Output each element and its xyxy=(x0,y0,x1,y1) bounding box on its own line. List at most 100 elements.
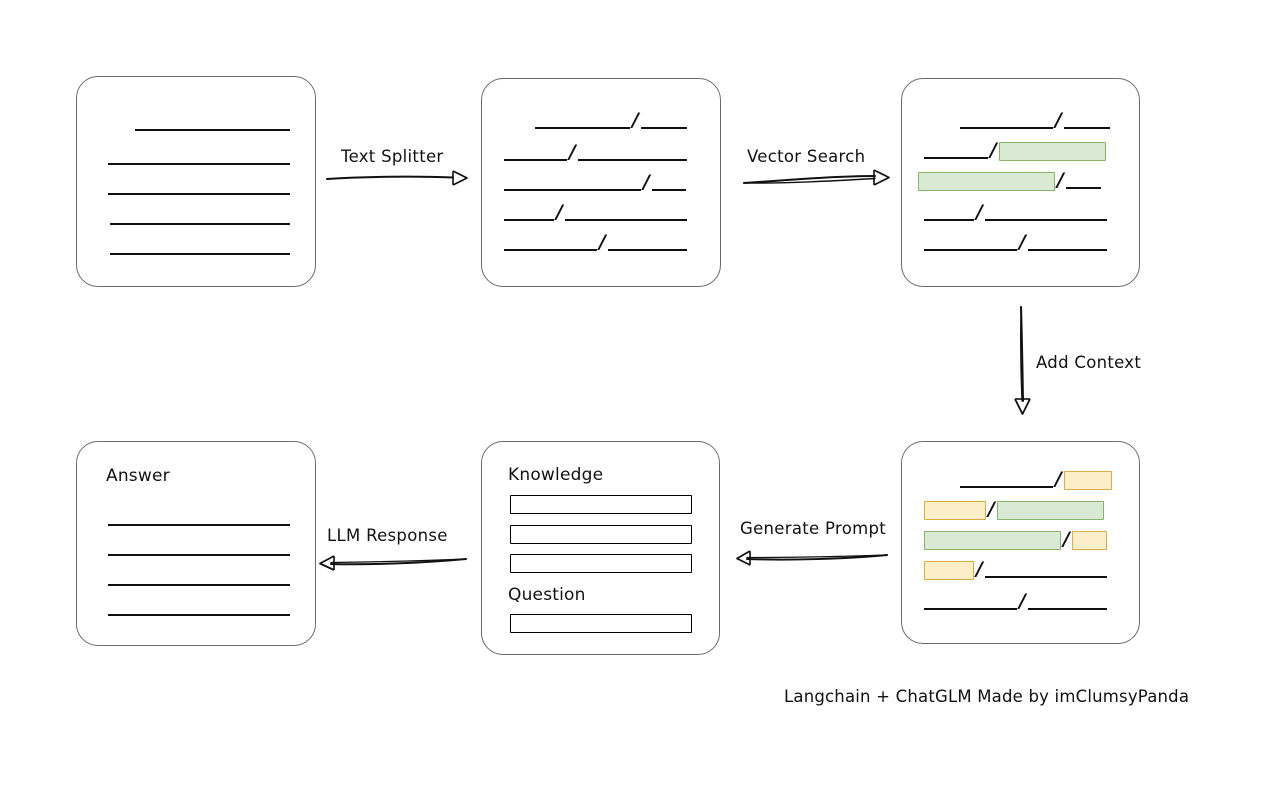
prompt-knowledge-bar xyxy=(510,554,692,573)
line-segment-highlight-yellow xyxy=(1063,470,1112,490)
prompt-knowledge-label: Knowledge xyxy=(508,465,604,485)
doc-line: / xyxy=(924,231,1107,253)
line-segment xyxy=(504,174,641,192)
doc-line: / xyxy=(924,201,1107,223)
line-segment xyxy=(984,561,1107,579)
doc-line: / xyxy=(504,201,687,223)
line-segment xyxy=(535,112,630,130)
segment-separator: / xyxy=(643,171,650,193)
doc-line xyxy=(110,238,290,256)
line-segment xyxy=(108,178,290,196)
segment-separator: / xyxy=(1063,528,1070,550)
doc-line: / xyxy=(535,109,687,131)
line-segment xyxy=(924,234,1017,252)
matched-document-lines: / / / / / xyxy=(902,79,1139,286)
line-segment xyxy=(924,142,988,160)
line-segment xyxy=(504,204,554,222)
line-segment xyxy=(108,148,290,166)
doc-line: / xyxy=(960,109,1110,131)
arrow-text-splitter xyxy=(326,170,468,186)
doc-line: / xyxy=(924,498,1104,520)
arrow-label-vector-search: Vector Search xyxy=(747,147,866,166)
segment-separator: / xyxy=(1057,169,1064,191)
doc-line xyxy=(108,569,290,587)
card-split-document[interactable]: / / / / / xyxy=(481,78,721,287)
line-segment xyxy=(640,112,687,130)
segment-separator: / xyxy=(1019,231,1026,253)
line-segment xyxy=(110,208,290,226)
prompt-question-bar xyxy=(510,614,692,633)
doc-line: / xyxy=(924,590,1107,612)
doc-line xyxy=(108,599,290,617)
doc-line: / xyxy=(918,169,1101,191)
segment-separator: / xyxy=(1055,109,1062,131)
prompt-content: Knowledge Question xyxy=(482,442,719,654)
arrow-vector-search xyxy=(743,169,890,186)
arrow-label-llm-response: LLM Response xyxy=(327,526,448,545)
doc-line xyxy=(108,178,290,196)
line-segment xyxy=(577,144,687,162)
line-segment-highlight-green xyxy=(998,141,1106,161)
segment-separator: / xyxy=(1055,468,1062,490)
doc-line: / xyxy=(504,171,686,193)
line-segment-highlight-green xyxy=(924,530,1061,550)
segment-separator: / xyxy=(632,109,639,131)
arrow-label-generate-prompt: Generate Prompt xyxy=(740,519,886,538)
line-segment xyxy=(108,509,290,527)
line-segment xyxy=(504,234,597,252)
line-segment xyxy=(110,238,290,256)
segment-separator: / xyxy=(990,139,997,161)
card-context-document[interactable]: / / / / / xyxy=(901,441,1140,644)
segment-separator: / xyxy=(976,558,983,580)
line-segment xyxy=(984,204,1107,222)
card-prompt[interactable]: Knowledge Question xyxy=(481,441,720,655)
line-segment xyxy=(564,204,687,222)
line-segment xyxy=(960,471,1053,489)
line-segment-highlight-green xyxy=(918,171,1055,191)
line-segment xyxy=(108,569,290,587)
line-segment xyxy=(924,593,1017,611)
card-matched-document[interactable]: / / / / / xyxy=(901,78,1140,287)
line-segment xyxy=(1065,172,1101,190)
line-segment xyxy=(1063,112,1110,130)
arrow-label-text-splitter: Text Splitter xyxy=(341,147,444,166)
split-document-lines: / / / / / xyxy=(482,79,720,286)
doc-line xyxy=(108,509,290,527)
line-segment-highlight-green xyxy=(996,500,1104,520)
doc-line xyxy=(110,208,290,226)
line-segment xyxy=(504,144,567,162)
segment-separator: / xyxy=(976,201,983,223)
doc-line xyxy=(108,539,290,557)
line-segment-highlight-yellow xyxy=(924,500,986,520)
source-document-lines xyxy=(77,77,315,286)
segment-separator: / xyxy=(988,498,995,520)
doc-line: / xyxy=(504,141,687,163)
card-source-document[interactable] xyxy=(76,76,316,287)
card-answer[interactable]: Answer xyxy=(76,441,316,646)
line-segment xyxy=(651,174,686,192)
line-segment xyxy=(924,204,974,222)
segment-separator: / xyxy=(1019,590,1026,612)
line-segment-highlight-yellow xyxy=(924,560,974,580)
arrow-add-context xyxy=(1014,306,1031,415)
prompt-knowledge-bar xyxy=(510,525,692,544)
diagram-caption: Langchain + ChatGLM Made by imClumsyPand… xyxy=(784,687,1190,706)
prompt-question-label: Question xyxy=(508,585,586,605)
context-document-lines: / / / / / xyxy=(902,442,1139,643)
segment-separator: / xyxy=(556,201,563,223)
line-segment-highlight-yellow xyxy=(1071,530,1107,550)
line-segment xyxy=(135,114,290,132)
answer-content: Answer xyxy=(77,442,315,645)
prompt-knowledge-bar xyxy=(510,495,692,514)
doc-line xyxy=(135,114,290,132)
doc-line: / xyxy=(960,468,1112,490)
doc-line: / xyxy=(924,558,1107,580)
doc-line xyxy=(108,148,290,166)
segment-separator: / xyxy=(569,141,576,163)
line-segment xyxy=(607,234,687,252)
arrow-generate-prompt xyxy=(736,550,888,566)
segment-separator: / xyxy=(599,231,606,253)
line-segment xyxy=(108,539,290,557)
line-segment xyxy=(108,599,290,617)
line-segment xyxy=(960,112,1053,130)
